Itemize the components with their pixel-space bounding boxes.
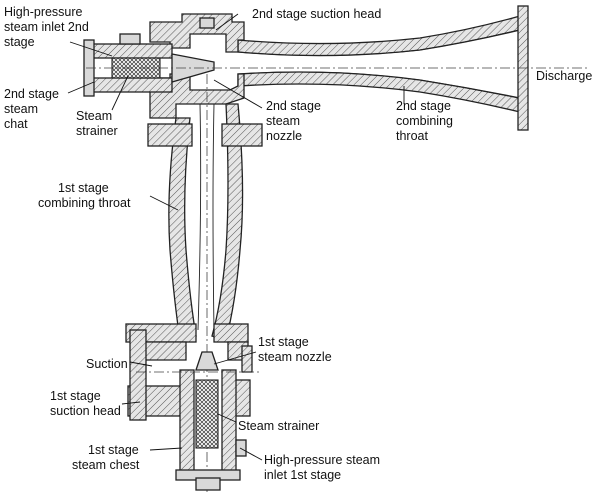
first-stage-suction-head [125,323,253,421]
label-2nd-stage-suction-head: 2nd stage suction head [252,7,381,21]
label-1st-stage-steam-chest: 1st stage steam chest [72,443,142,472]
label-2nd-stage-steam-nozzle: 2nd stage steam nozzle [266,99,324,143]
label-1st-stage-combining-throat: 1st stage combining throat [38,181,131,210]
label-1st-stage-suction-head: 1st stage suction head [50,389,121,418]
second-stage-suction-head [149,13,245,119]
label-1st-stage-steam-nozzle: 1st stage steam nozzle [258,335,332,364]
label-1st-stage-steam-strainer: Steam strainer [238,419,319,433]
first-stage-steam-chest [175,351,247,491]
first-stage-diffuser [147,103,263,341]
leader-lines [67,13,405,461]
label-discharge: Discharge [536,69,592,83]
label-2nd-stage-steam-chest: 2nd stage steam chat [4,87,62,131]
label-2nd-stage-steam-strainer: Steam strainer [76,109,118,138]
first-stage-strainer-mesh [195,379,219,449]
label-hp-steam-inlet-1st: High-pressure steam inlet 1st stage [264,453,384,482]
second-stage-steam-chest [83,33,215,97]
label-2nd-stage-combining-throat: 2nd stage combining throat [396,99,456,143]
label-suction: Suction [86,357,128,371]
labels: High-pressure steam inlet 2nd stage 2nd … [4,5,592,482]
label-hp-steam-inlet-2nd: High-pressure steam inlet 2nd stage [4,5,92,49]
